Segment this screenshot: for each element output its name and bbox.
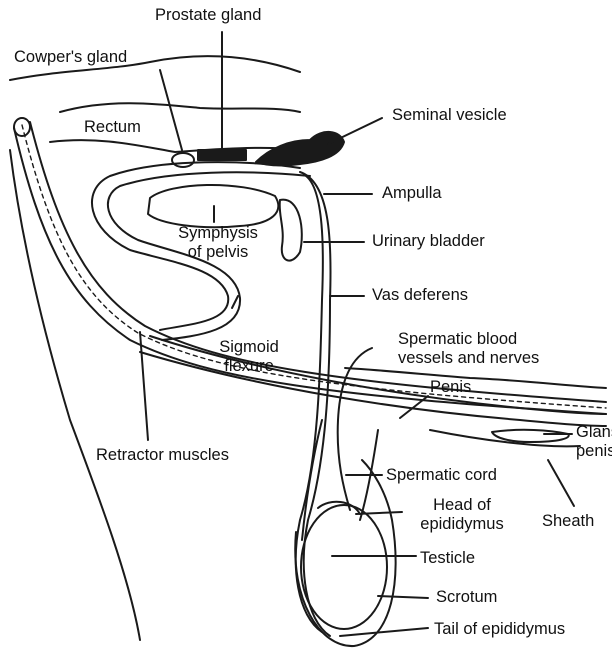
retractor-outer xyxy=(14,128,606,414)
label-symphysis-line1: Symphysis xyxy=(168,224,268,243)
label-penis: Penis xyxy=(430,378,471,397)
label-head-epididymis-line1: Head of xyxy=(400,496,524,515)
label-prostate-gland: Prostate gland xyxy=(155,6,261,25)
label-sigmoid-line1: Sigmoid xyxy=(204,338,294,357)
rectum-lower-wall xyxy=(50,140,300,152)
label-vas-deferens: Vas deferens xyxy=(372,286,468,305)
label-sigmoid-line2: flexure xyxy=(204,357,294,376)
label-glans-penis: Glans penis xyxy=(576,423,612,461)
testicle-shape xyxy=(301,505,387,629)
label-spermatic-vessels-line2: vessels and nerves xyxy=(398,349,539,368)
label-symphysis-of-pelvis: Symphysis of pelvis xyxy=(168,224,268,262)
label-rectum: Rectum xyxy=(84,118,141,137)
scrotum-outline xyxy=(295,460,395,646)
label-ampulla: Ampulla xyxy=(382,184,442,203)
spermatic-cord-left xyxy=(302,420,322,540)
leader-tail-epididymis xyxy=(340,628,428,636)
leader-sheath xyxy=(548,460,574,506)
rectum-upper-wall xyxy=(60,103,300,112)
label-spermatic-vessels-line1: Spermatic blood xyxy=(398,330,539,349)
abdominal-contour xyxy=(10,150,140,640)
bladder xyxy=(280,200,302,261)
label-sigmoid-flexure: Sigmoid flexure xyxy=(204,338,294,376)
label-head-epididymis-line2: epididymus xyxy=(400,515,524,534)
vas-deferens-inner xyxy=(296,176,323,632)
label-head-of-epididymus: Head of epididymus xyxy=(400,496,524,534)
label-scrotum: Scrotum xyxy=(436,588,497,607)
leader-scrotum xyxy=(378,596,428,598)
prostate-gland-shape xyxy=(198,150,246,160)
leader-sigmoid xyxy=(232,296,238,308)
label-tail-of-epididymus: Tail of epididymus xyxy=(434,620,565,639)
glans xyxy=(492,430,569,442)
belly-line xyxy=(345,368,606,388)
label-spermatic-cord: Spermatic cord xyxy=(386,466,497,485)
spermatic-vessels xyxy=(338,348,372,510)
label-cowpers-gland: Cowper's gland xyxy=(14,48,127,67)
leader-seminal xyxy=(328,118,382,144)
label-glans-line2: penis xyxy=(576,442,612,461)
leader-cowpers xyxy=(160,70,182,150)
label-glans-line1: Glans xyxy=(576,423,612,442)
label-retractor-muscles: Retractor muscles xyxy=(96,446,229,465)
label-symphysis-line2: of pelvis xyxy=(168,243,268,262)
label-seminal-vesicle: Seminal vesicle xyxy=(392,106,507,125)
label-spermatic-blood-vessels: Spermatic blood vessels and nerves xyxy=(398,330,539,368)
cowpers-gland-shape xyxy=(172,153,194,167)
label-testicle: Testicle xyxy=(420,549,475,568)
label-urinary-bladder: Urinary bladder xyxy=(372,232,485,251)
label-sheath: Sheath xyxy=(542,512,594,531)
